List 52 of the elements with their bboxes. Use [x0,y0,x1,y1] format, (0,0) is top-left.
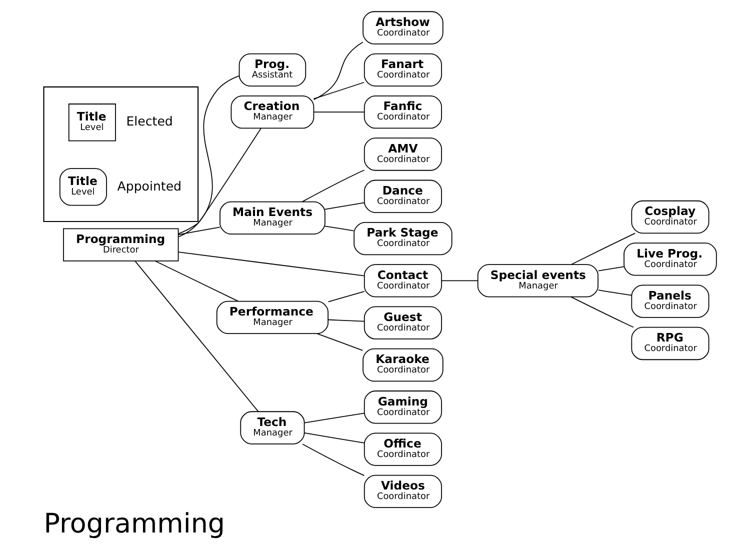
connector [327,291,364,302]
connector [312,42,363,100]
cluster [42,86,198,222]
node-box: Prog. Assistant [238,53,306,87]
node-box: Fanfic Coordinator [363,95,442,129]
connector [570,296,634,328]
connector [440,280,478,282]
connector [597,290,632,296]
connector [570,232,636,265]
node-label: Appointed [116,178,182,194]
node-box: Guest Coordinator [363,306,442,340]
diagram-title: Programming [43,508,224,540]
node-box: Park Stage Coordinator [353,222,452,256]
connector [312,82,364,100]
node-box: AMV Coordinator [363,138,442,171]
connector [178,75,239,238]
node-box: Gaming Coordinator [363,390,442,424]
connector [134,260,258,412]
node-box: Cosplay Coordinator [630,200,709,234]
connector [304,412,364,424]
connector [302,170,364,202]
connector [154,260,238,302]
node-box: Karaoke Coordinator [362,348,443,382]
connector [177,226,220,236]
node-box: Tech Manager [240,411,304,444]
connector [304,432,364,444]
connector [324,226,354,232]
connector [178,252,364,276]
node-label: Elected [126,114,172,129]
node-box: Creation Manager [230,95,314,129]
connector [312,112,364,113]
node-box: Live Prog. Coordinator [623,242,716,276]
node-box: Artshow Coordinator [362,11,443,44]
connector [316,333,363,351]
node-box: Main Events Manager [219,201,325,234]
node-box: Contact Coordinator [363,264,442,298]
node-box: Special events Manager [476,264,598,298]
node-box: Office Coordinator [363,432,442,466]
node-box: Title Level [68,104,116,142]
node-box: Fanart Coordinator [363,53,442,87]
connector [178,128,261,234]
node-box: Programming Director [62,228,178,262]
node-box: Performance Manager [216,300,328,334]
node-box: Videos Coordinator [363,474,442,508]
connector [302,444,364,476]
connector [597,266,624,272]
node-box: Dance Coordinator [363,180,442,213]
connector [327,319,364,322]
node-box: RPG Coordinator [630,326,709,360]
node-box: Title Level [58,168,106,206]
node-box: Panels Coordinator [630,284,709,318]
connector [324,202,364,210]
